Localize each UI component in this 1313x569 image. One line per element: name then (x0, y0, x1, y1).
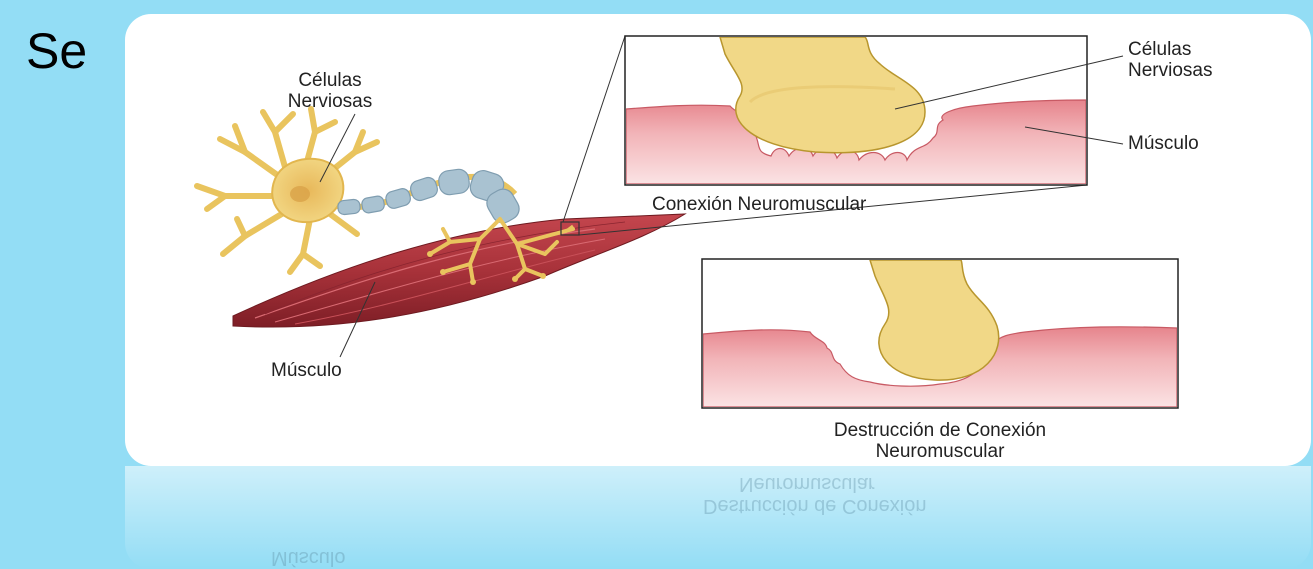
nucleus (290, 186, 310, 202)
label-muscle-right: Músculo (1128, 133, 1199, 154)
label-muscle-left: Músculo (271, 360, 342, 381)
label-nerve-cells-left-2: Nerviosas (288, 91, 372, 112)
label-neuromuscular-connection: Conexión Neuromuscular (652, 194, 867, 215)
reflection-muscle: Músculo (271, 546, 345, 569)
diagram-card: Células Nerviosas Músculo Células Nervio… (125, 14, 1311, 466)
inset-healthy-junction (625, 36, 1087, 185)
myelin-sheath (337, 168, 523, 227)
label-destruction-1: Destrucción de Conexión (834, 420, 1046, 441)
slide-title: Se (26, 26, 87, 76)
inset-destroyed-junction (702, 259, 1178, 408)
card-reflection: Neuromuscular Destrucción de Conexión Mú… (125, 466, 1311, 569)
label-nerve-cells-left-1: Células (298, 70, 361, 91)
label-nerve-cells-right-1: Células (1128, 39, 1191, 60)
reflection-destruction-2: Neuromuscular (739, 472, 875, 495)
neuromuscular-diagram: Células Nerviosas Músculo Células Nervio… (125, 14, 1311, 466)
label-destruction-2: Neuromuscular (876, 441, 1005, 462)
label-nerve-cells-right-2: Nerviosas (1128, 60, 1212, 81)
reflection-destruction-1: Destrucción de Conexión (703, 494, 926, 517)
